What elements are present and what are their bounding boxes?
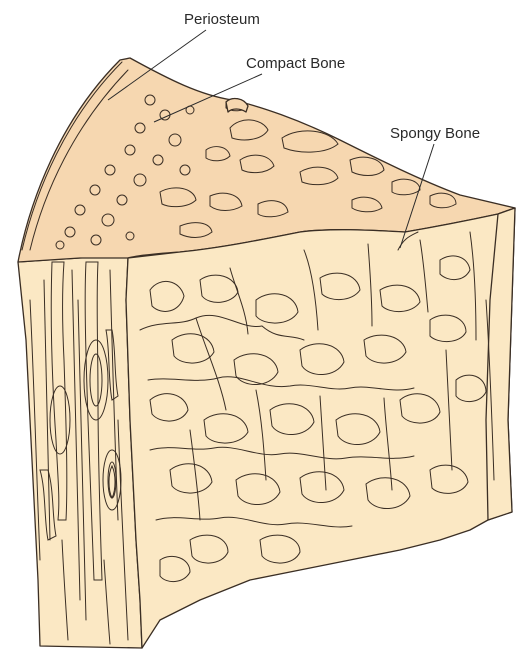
label-compact-bone-text: Compact Bone: [246, 55, 345, 72]
label-spongy-bone-text: Spongy Bone: [390, 125, 480, 142]
label-periosteum-text: Periosteum: [184, 11, 260, 28]
compact-bone-side-face: [18, 256, 142, 648]
spongy-bone-front-face: [126, 208, 515, 648]
